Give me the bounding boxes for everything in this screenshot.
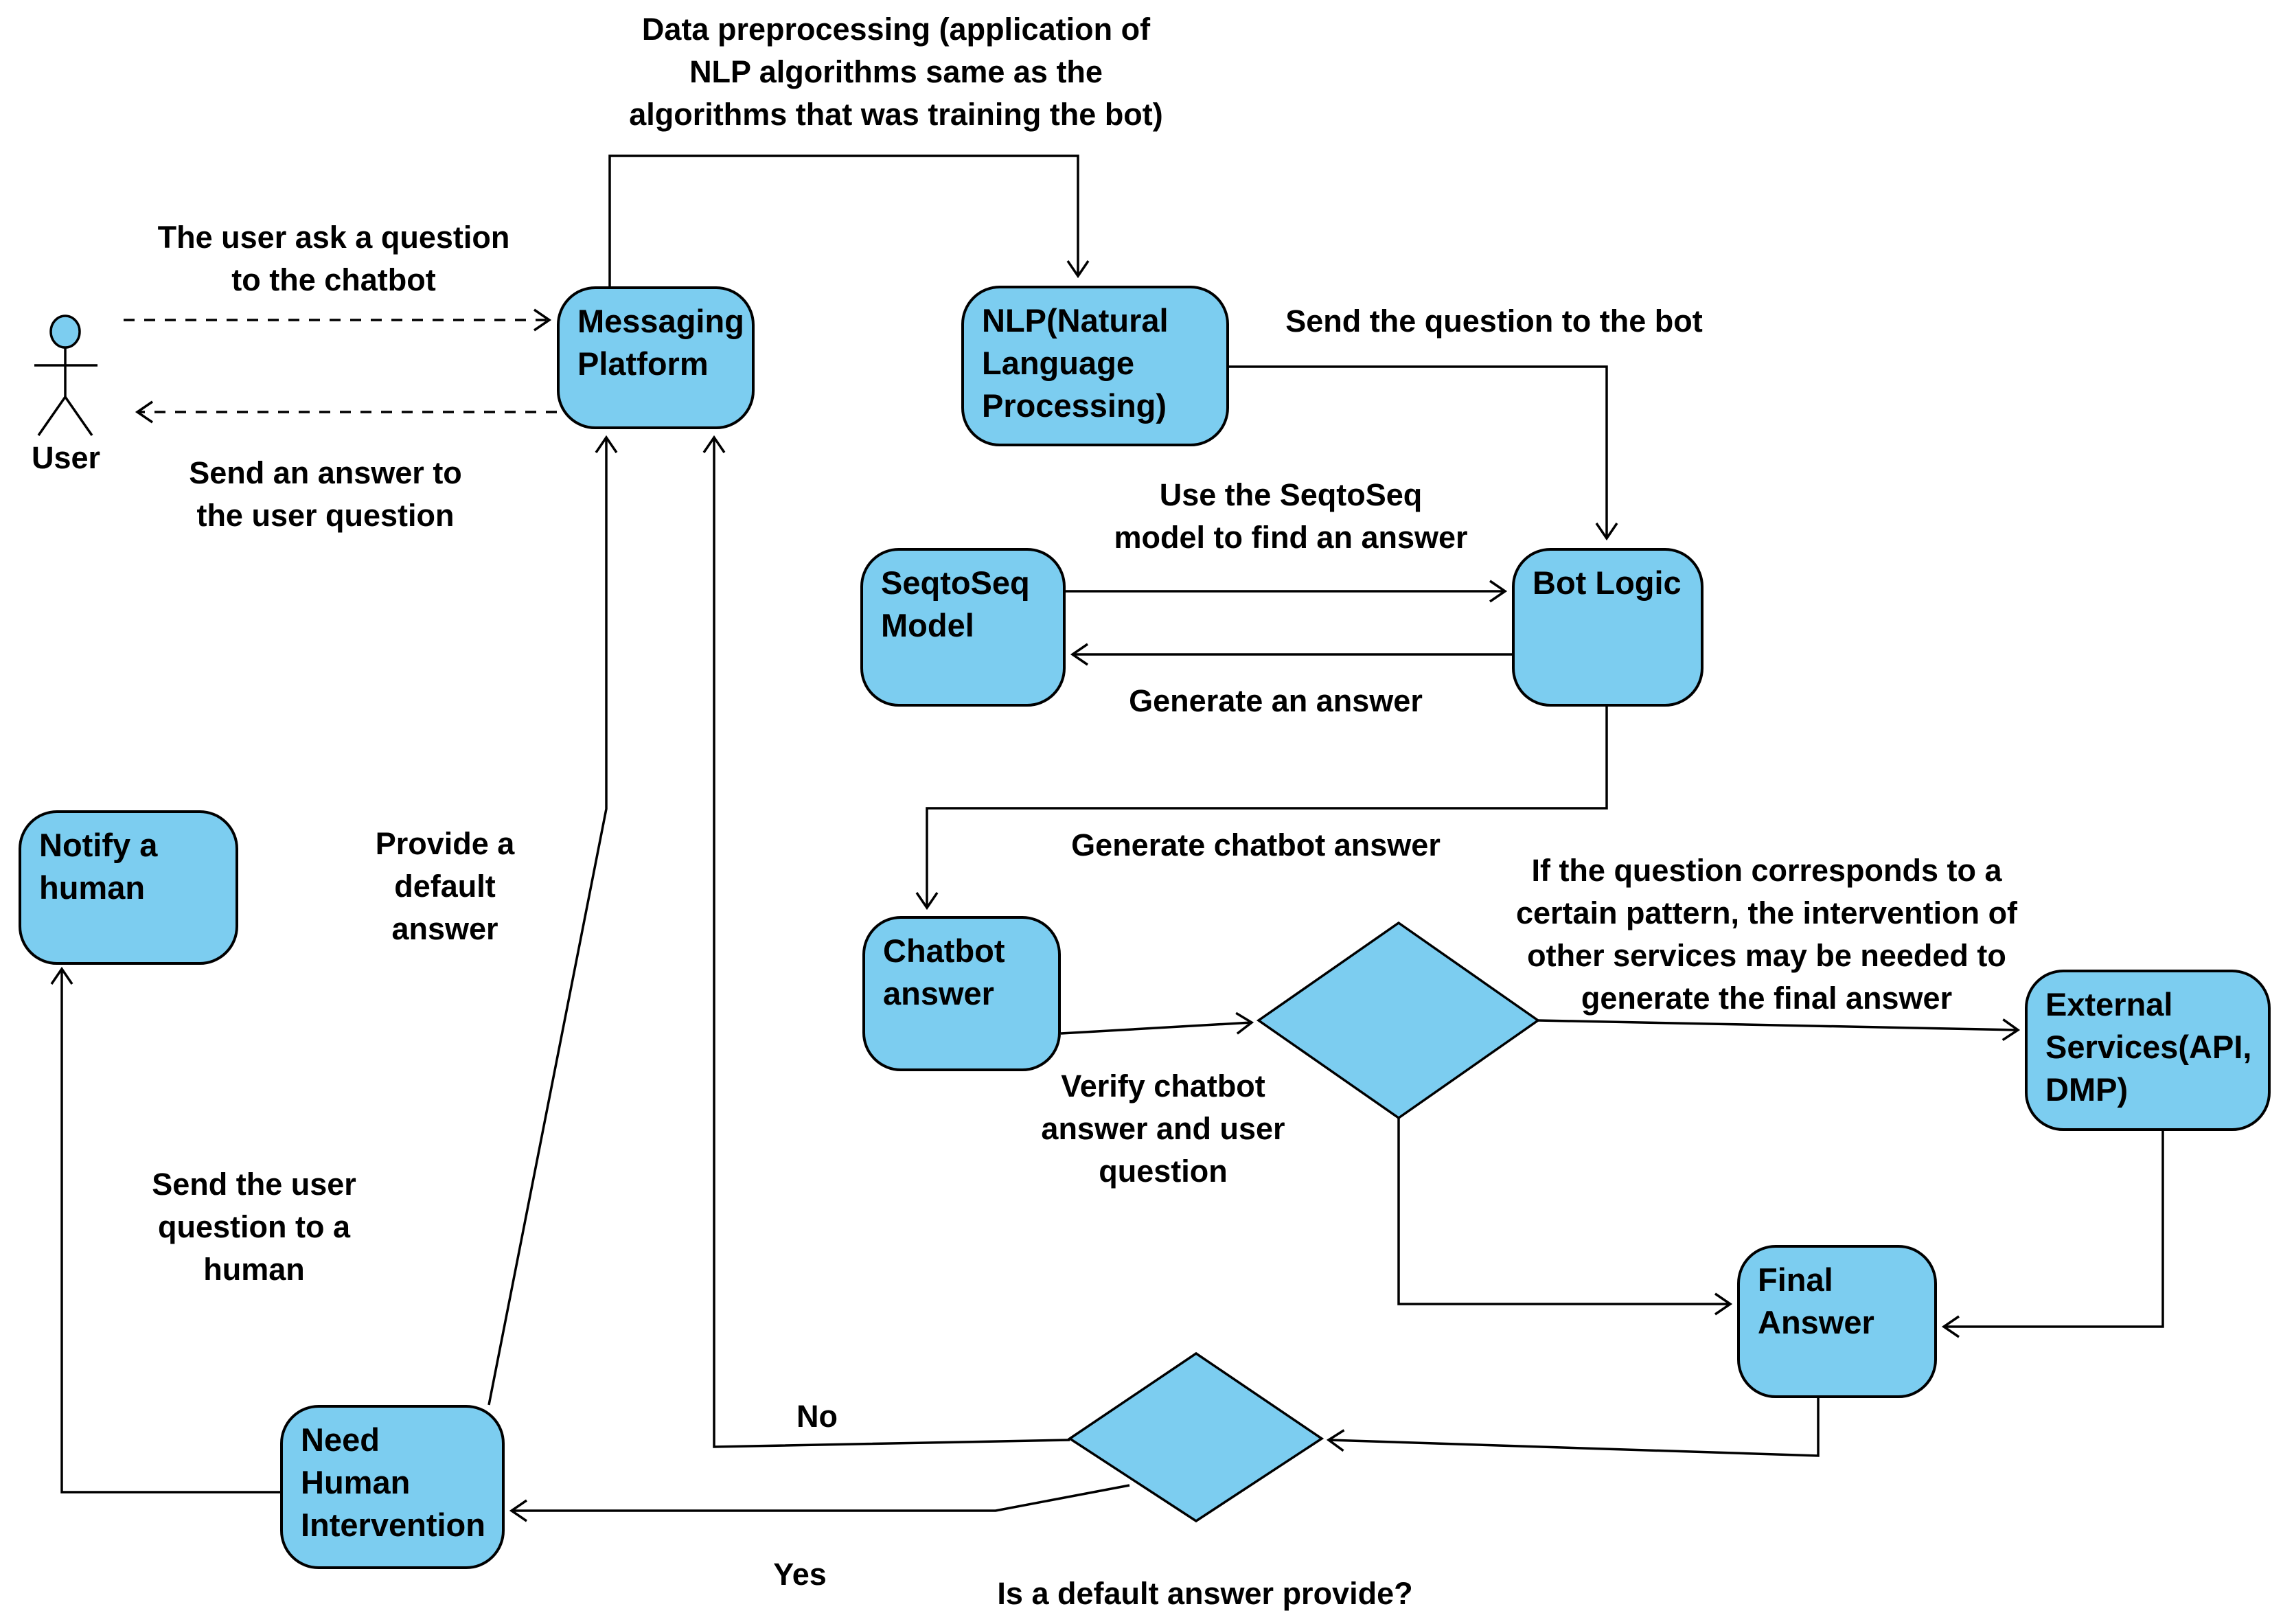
connector-decision2-no-to-messaging — [702, 435, 1070, 1448]
connector-nlp-to-botlogic — [1229, 365, 1618, 541]
label-user-actor: User — [31, 440, 101, 475]
connector-nhi-to-notify — [50, 966, 280, 1494]
decision-external-needed-diamond — [1256, 921, 1541, 1120]
node-seqtoseq-model: SeqtoSeq Model — [860, 548, 1066, 707]
label-send-question-to-bot: Send the question to the bot — [1285, 304, 1703, 339]
connector-chatbot-to-decision1 — [1060, 1011, 1254, 1035]
connector-external-to-final — [1941, 1131, 2164, 1338]
label-provide-default-answer: Provide a default answer — [375, 826, 515, 946]
label-generate-chatbot-answer: Generate chatbot answer — [1071, 827, 1441, 862]
connector-messaging-to-nlp-preprocessing — [608, 155, 1090, 286]
label-data-preprocessing: Data preprocessing (application of NLP a… — [629, 12, 1163, 132]
label-verify-chatbot-answer: Verify chatbot answer and user question — [1041, 1068, 1285, 1189]
node-nlp: NLP(Natural Language Processing) — [961, 286, 1229, 446]
decision-default-answer-diamond — [1067, 1351, 1324, 1523]
node-chatbot-answer: Chatbot answer — [862, 916, 1061, 1071]
label-send-answer-to-user: Send an answer to the user question — [189, 455, 462, 533]
node-notify-a-human: Notify a human — [19, 810, 238, 965]
label-use-seqtoseq-model: Use the SeqtoSeq model to find an answer — [1114, 477, 1468, 555]
connector-decision2-yes-to-nhi — [509, 1484, 1130, 1522]
label-user-asks-question: The user ask a question to the chatbot — [157, 220, 510, 297]
label-branch-no: No — [796, 1399, 838, 1434]
label-send-user-question-to-human: Send the user question to a human — [152, 1167, 356, 1287]
node-external-services: External Services(API, DMP) — [2025, 970, 2271, 1131]
connector-decision1-to-final — [1397, 1118, 1733, 1316]
label-is-default-answer-provided: Is a default answer provide? — [997, 1576, 1413, 1611]
node-need-human-intervention: Need Human Intervention — [280, 1405, 505, 1569]
connector-final-to-decision2 — [1326, 1398, 1820, 1457]
connector-nhi-to-messaging-default — [487, 435, 618, 1406]
label-generate-an-answer: Generate an answer — [1129, 683, 1423, 718]
node-bot-logic: Bot Logic — [1512, 548, 1703, 707]
label-branch-yes: Yes — [773, 1557, 827, 1592]
node-final-answer: Final Answer — [1737, 1245, 1937, 1398]
connector-botlogic-to-chatbot — [915, 707, 1608, 911]
node-messaging-platform: Messaging Platform — [557, 286, 755, 429]
user-actor-icon — [34, 314, 97, 437]
connector-decision1-to-external — [1537, 1018, 2021, 1042]
label-external-services-condition: If the question corresponds to a certain… — [1515, 853, 2018, 1016]
